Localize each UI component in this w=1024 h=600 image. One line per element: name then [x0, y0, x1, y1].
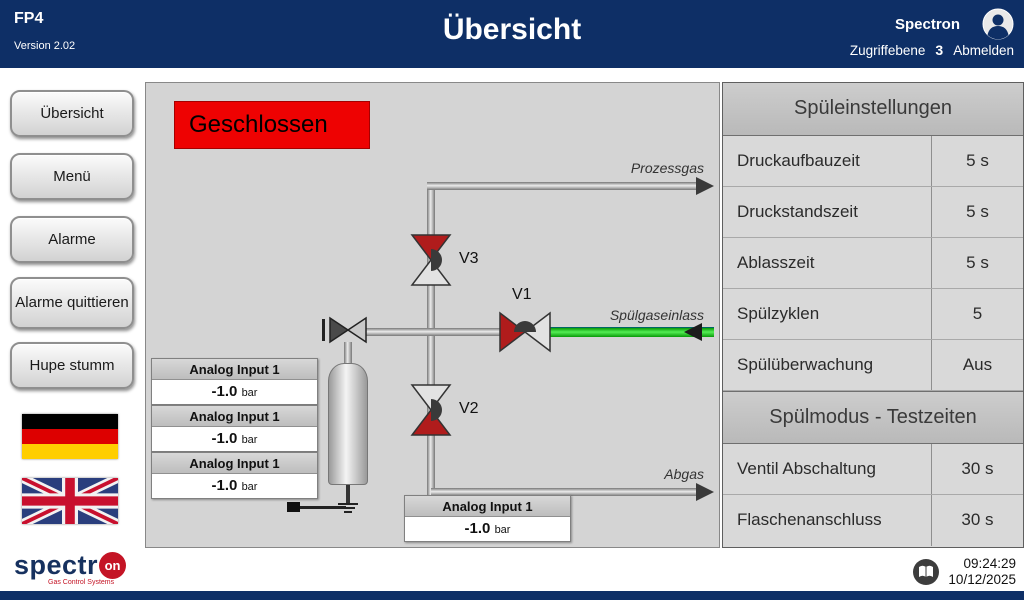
analog-input-3: Analog Input 1 -1.0 bar — [151, 452, 318, 499]
device-info: FP4 Version 2.02 — [14, 10, 75, 52]
pipe-vessel-stub — [344, 342, 352, 366]
access-level-label: Zugriffebene — [849, 43, 926, 58]
panel-header-spueleinstellungen: Spüleinstellungen — [723, 83, 1023, 136]
settings-row: Ventil Abschaltung 30 s — [723, 444, 1023, 495]
valve-v3[interactable] — [409, 232, 453, 293]
sidebar-item-menue[interactable]: Menü — [10, 153, 134, 200]
logout-button[interactable]: Abmelden — [953, 43, 1014, 58]
label-processgas: Prozessgas — [630, 160, 704, 176]
arrow-purgegas-icon — [684, 323, 702, 341]
spectron-logo: spectr on Gas Control Systems — [14, 550, 127, 586]
gas-vessel — [328, 363, 368, 485]
analog-input-value: -1.0 bar — [152, 474, 317, 498]
bottom-accent-bar — [0, 591, 1024, 600]
setting-value[interactable]: 30 s — [931, 444, 1023, 494]
vessel-drain-line — [346, 485, 350, 503]
sidebar: Übersicht Menü Alarme Alarme quittieren … — [0, 68, 145, 548]
setting-value[interactable]: 5 s — [931, 238, 1023, 288]
purge-settings-panel: Spüleinstellungen Druckaufbauzeit 5 s Dr… — [722, 82, 1024, 548]
user-icon[interactable] — [982, 8, 1014, 40]
arrow-processgas-icon — [696, 177, 714, 195]
analog-input-name: Analog Input 1 — [152, 406, 317, 427]
page-title: Übersicht — [442, 13, 582, 46]
valve-v1[interactable] — [497, 310, 553, 359]
analog-input-value: -1.0 bar — [405, 517, 570, 541]
german-flag-icon[interactable] — [22, 414, 118, 459]
manual-book-icon[interactable] — [912, 558, 940, 586]
process-diagram: Geschlossen Prozessgas Spülgaseinlass Ab… — [145, 82, 720, 548]
setting-value[interactable]: 5 s — [931, 136, 1023, 186]
pipe-inlet-branch — [431, 328, 501, 336]
label-purgegas: Spülgaseinlass — [609, 307, 704, 323]
brand-name: Spectron — [894, 15, 960, 33]
pipe-abgas — [431, 488, 699, 496]
pipe-processgas — [427, 182, 698, 190]
settings-row: Spülüberwachung Aus — [723, 340, 1023, 391]
logo-text: spectr — [14, 550, 99, 580]
analog-input-name: Analog Input 1 — [405, 496, 570, 517]
valve-v2[interactable] — [409, 382, 453, 443]
date-display: 10/12/2025 — [948, 572, 1016, 587]
session-area: Spectron Zugriffebene 3 Abmelden — [850, 8, 1014, 58]
clock: 09:24:29 10/12/2025 — [948, 556, 1016, 588]
sidebar-item-uebersicht[interactable]: Übersicht — [10, 90, 134, 137]
sidebar-item-hupe-stumm[interactable]: Hupe stumm — [10, 342, 134, 389]
logo-subtitle: Gas Control Systems — [48, 579, 115, 586]
setting-label: Druckstandszeit — [737, 202, 858, 221]
drain-block — [287, 502, 300, 512]
valve-v1-label: V1 — [512, 286, 532, 303]
panel-header-testzeiten: Spülmodus - Testzeiten — [723, 391, 1023, 444]
setting-value[interactable]: 5 — [931, 289, 1023, 339]
valve-v3-label: V3 — [459, 250, 479, 267]
manual-valve[interactable] — [328, 316, 368, 349]
analog-input-name: Analog Input 1 — [152, 359, 317, 380]
logo-badge: on — [99, 552, 127, 579]
setting-value[interactable]: 5 s — [931, 187, 1023, 237]
setting-label: Flaschenanschluss — [737, 510, 882, 529]
pipe-purgegas-green — [546, 327, 714, 337]
pipe-main-vertical — [427, 182, 435, 496]
arrow-abgas-icon — [696, 483, 714, 501]
setting-label: Druckaufbauzeit — [737, 151, 860, 170]
setting-label: Spülüberwachung — [737, 355, 874, 374]
settings-row: Druckaufbauzeit 5 s — [723, 136, 1023, 187]
drain-connector — [300, 506, 346, 509]
settings-row: Spülzyklen 5 — [723, 289, 1023, 340]
top-bar: FP4 Version 2.02 Übersicht Spectron Zugr… — [0, 0, 1024, 68]
settings-row: Druckstandszeit 5 s — [723, 187, 1023, 238]
access-level-value: 3 — [935, 42, 944, 58]
status-indicator: Geschlossen — [174, 101, 370, 149]
valve-seat-bar — [322, 319, 325, 341]
analog-input-4: Analog Input 1 -1.0 bar — [404, 495, 571, 542]
valve-v2-label: V2 — [459, 400, 479, 417]
time-display: 09:24:29 — [963, 556, 1016, 571]
setting-value[interactable]: Aus — [931, 340, 1023, 390]
analog-input-1: Analog Input 1 -1.0 bar — [151, 358, 318, 405]
sidebar-item-alarme-quittieren[interactable]: Alarme quittieren — [10, 277, 134, 329]
firmware-version: Version 2.02 — [14, 40, 76, 52]
analog-input-name: Analog Input 1 — [152, 453, 317, 474]
pipe-vessel-branch — [361, 328, 431, 336]
footer: spectr on Gas Control Systems 09:24:29 1… — [0, 548, 1024, 591]
label-abgas: Abgas — [664, 466, 704, 482]
device-name: FP4 — [14, 10, 44, 27]
uk-flag-icon[interactable] — [22, 478, 118, 524]
setting-label: Spülzyklen — [737, 304, 820, 323]
analog-input-value: -1.0 bar — [152, 427, 317, 451]
analog-input-value: -1.0 bar — [152, 380, 317, 404]
sidebar-item-alarme[interactable]: Alarme — [10, 216, 134, 263]
analog-input-2: Analog Input 1 -1.0 bar — [151, 405, 318, 452]
settings-row: Flaschenanschluss 30 s — [723, 495, 1023, 546]
setting-label: Ablasszeit — [737, 253, 815, 272]
setting-label: Ventil Abschaltung — [737, 459, 876, 478]
setting-value[interactable]: 30 s — [931, 495, 1023, 546]
ground-symbol-icon — [337, 502, 359, 521]
settings-row: Ablasszeit 5 s — [723, 238, 1023, 289]
